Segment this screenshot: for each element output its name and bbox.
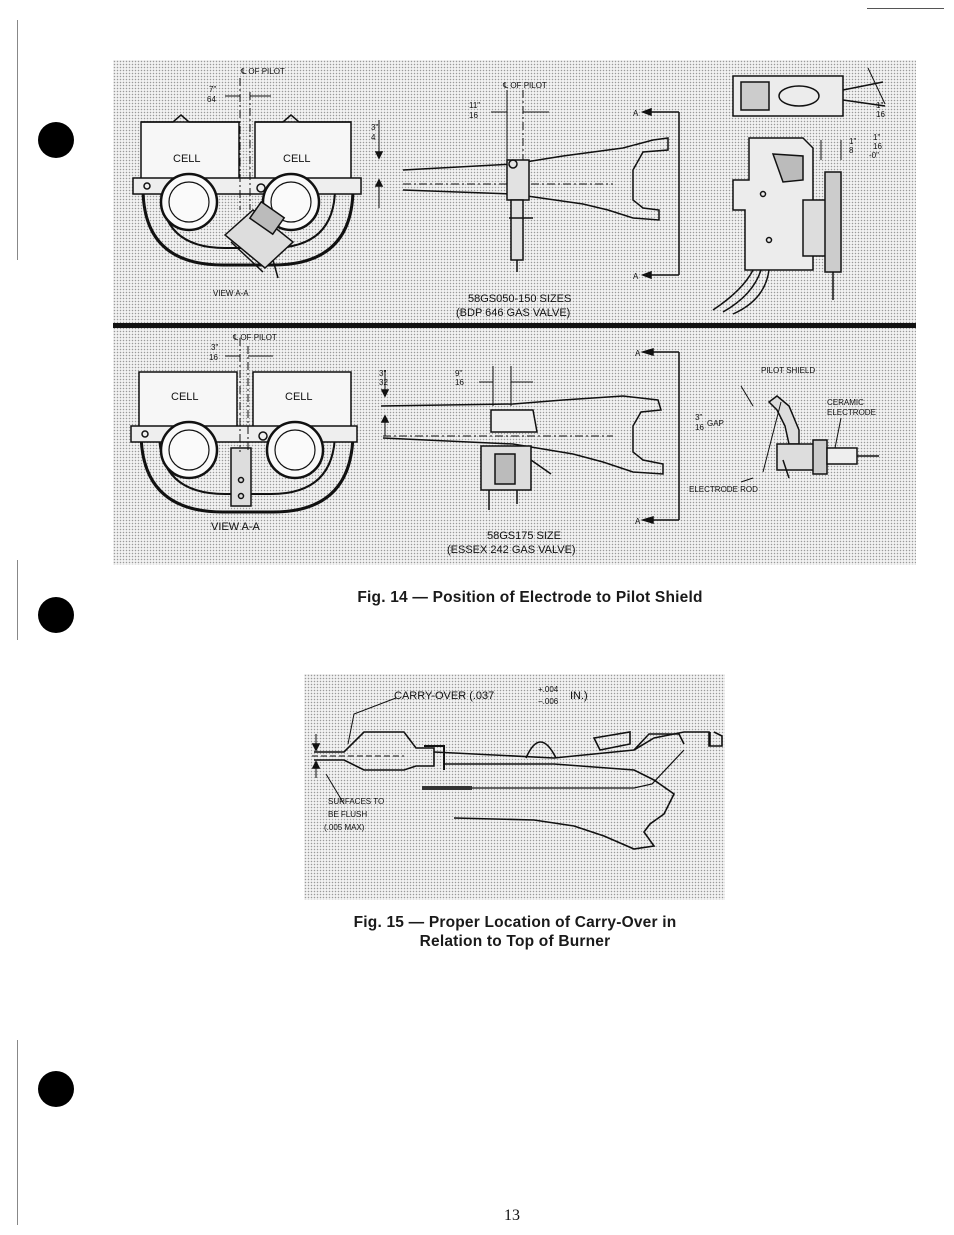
fig14-top-mid-height-num: 3" xyxy=(371,123,378,132)
fig14-bottom-centerline-label: ℄ OF PILOT xyxy=(232,333,277,342)
fig14-gap-num: 3" xyxy=(695,413,702,422)
fig14-top-sizes-line1: 58GS050-150 SIZES xyxy=(468,293,571,305)
fig14-top-section-a-bottom: A xyxy=(633,272,639,281)
fig14-bottom-section-a-bottom: A xyxy=(635,517,641,526)
fig14-top-offset-num: 7" xyxy=(209,85,216,94)
fig14-bottom-size-line1: 58GS175 SIZE xyxy=(487,530,561,542)
fig14-top-right-dim1-den: 16 xyxy=(876,110,885,119)
fig14-top-right-dim3-den: 16 xyxy=(873,142,882,151)
fig14-drawing: CELL CELL ℄ OF PILOT 7" 64 VIEW A-A ℄ OF… xyxy=(113,67,916,556)
fig14-top-pilot-detail xyxy=(712,67,886,315)
fig14-bottom-offset-num: 3" xyxy=(211,343,218,352)
fig14-bottom-mid-height-num: 3" xyxy=(379,369,386,378)
fig14-ceramic-label-line2: ELECTRODE xyxy=(827,408,876,417)
fig15-carry-over-minus: −.006 xyxy=(538,697,559,706)
fig15-surfaces-line3: (.005 MAX) xyxy=(324,823,365,832)
fig15-carry-over-plus: +.004 xyxy=(538,685,559,694)
fig14-top-centerline-label: ℄ OF PILOT xyxy=(240,67,285,76)
fig14-top-right-dim3-num: 1" xyxy=(873,133,880,142)
fig14-top-burner-view xyxy=(374,90,680,280)
fig14-bottom-mid-offset-num: 9" xyxy=(455,369,462,378)
fig14-top-cell-right-label: CELL xyxy=(283,153,311,165)
fig14-bottom-burner-view xyxy=(380,347,680,525)
fig15-caption-line1: Fig. 15 — Proper Location of Carry-Over … xyxy=(353,914,677,931)
fig15-surfaces-line2: BE FLUSH xyxy=(328,810,367,819)
fig14-top-sizes-line2: (BDP 646 GAS VALVE) xyxy=(456,307,570,319)
fig14-top-view-label: VIEW A-A xyxy=(213,289,249,298)
fig14-divider xyxy=(113,323,916,328)
binder-hole-top xyxy=(38,122,74,158)
binder-hole-middle xyxy=(38,597,74,633)
fig14-bottom-view-label: VIEW A-A xyxy=(211,521,261,533)
fig15-drawing: CARRY-OVER (.037 +.004 −.006 IN.) SURFAC… xyxy=(311,685,723,850)
scan-edge-line xyxy=(17,20,18,260)
fig14-bottom-cell-view xyxy=(130,338,358,514)
fig14-top-right-dim2-den: 8 xyxy=(849,146,854,155)
fig14-top-section-a-top: A xyxy=(633,109,639,118)
fig14-top-cell-left-label: CELL xyxy=(173,153,201,165)
fig14-top-mid-offset-den: 16 xyxy=(469,111,478,120)
fig14-top-offset-den: 64 xyxy=(207,95,216,104)
fig14-gap-den: 16 xyxy=(695,423,704,432)
fig14-pilot-shield-label: PILOT SHIELD xyxy=(761,366,815,375)
fig14-bottom-mid-height-den: 32 xyxy=(379,378,388,387)
fig14-top-cell-view xyxy=(132,78,362,279)
fig14-top-right-dim2-num: 1" xyxy=(849,137,856,146)
binder-hole-bottom xyxy=(38,1071,74,1107)
fig15-burner-profile xyxy=(311,697,723,850)
scan-edge-line xyxy=(17,1040,18,1225)
fig14-electrode-rod-label: ELECTRODE ROD xyxy=(689,485,758,494)
fig14-ceramic-label-line1: CERAMIC xyxy=(827,398,864,407)
fig15-caption-line2: Relation to Top of Burner xyxy=(419,933,611,950)
fig14-top-mid-centerline: ℄ OF PILOT xyxy=(502,81,547,90)
fig15-carry-over-suffix: IN.) xyxy=(570,690,588,702)
fig15-figure xyxy=(304,674,725,900)
fig14-gap-label: GAP xyxy=(707,419,724,428)
fig14-bottom-cell-left-label: CELL xyxy=(171,391,199,403)
fig14-top-mid-height-den: 4 xyxy=(371,133,376,142)
top-rule xyxy=(867,8,944,9)
fig14-caption: Fig. 14 — Position of Electrode to Pilot… xyxy=(357,589,703,606)
scan-edge-line xyxy=(17,560,18,640)
fig15-carry-over-prefix: CARRY-OVER (.037 xyxy=(394,690,494,702)
fig14-bottom-section-a-top: A xyxy=(635,349,641,358)
fig14-top-mid-offset-num: 11" xyxy=(469,101,480,110)
fig15-surfaces-line1: SURFACES TO xyxy=(328,797,384,806)
fig14-bottom-size-line2: (ESSEX 242 GAS VALVE) xyxy=(447,544,576,556)
fig14-bottom-pilot-detail xyxy=(740,385,879,483)
fig14-bottom-mid-offset-den: 16 xyxy=(455,378,464,387)
fig14-top-right-dim1-num: 1" xyxy=(876,101,883,110)
fig14-bottom-offset-den: 16 xyxy=(209,353,218,362)
fig14-top-right-dim3-suffix: -0" xyxy=(869,151,879,160)
fig14-bottom-cell-right-label: CELL xyxy=(285,391,313,403)
page-number: 13 xyxy=(504,1207,520,1224)
